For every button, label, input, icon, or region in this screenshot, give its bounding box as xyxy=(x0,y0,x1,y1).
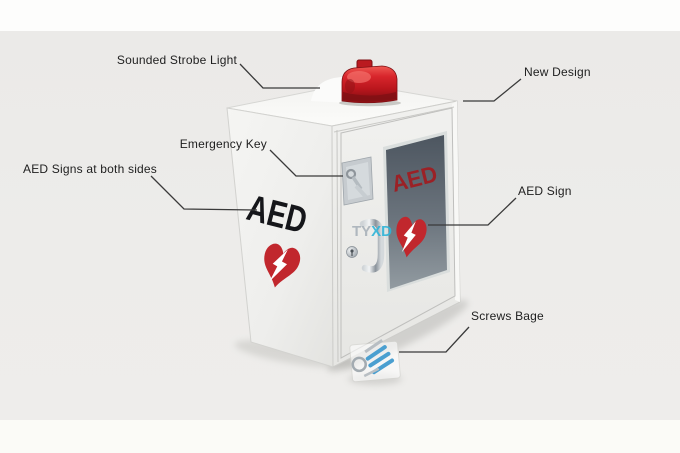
watermark: TYXD xyxy=(352,223,392,240)
door-window: AED xyxy=(383,131,450,292)
leader-line-new-design xyxy=(463,78,522,102)
callout-label-strobe: Sounded Strobe Light xyxy=(116,53,237,67)
leader-line-aed-signs xyxy=(150,175,258,211)
door-handle xyxy=(359,218,385,273)
callout-label-screws-bag: Screws Bage xyxy=(471,309,544,323)
door-top-frame-line xyxy=(333,106,455,133)
callout-label-aed-sign: AED Sign xyxy=(518,184,572,198)
key-icon xyxy=(345,168,357,180)
window-glass xyxy=(386,135,447,289)
door-frame xyxy=(340,107,456,359)
door-edge-highlight xyxy=(452,101,460,302)
callout-label-new-design: New Design xyxy=(524,65,591,79)
emergency-key-panel xyxy=(341,156,374,206)
door-gap-line xyxy=(336,129,339,363)
aed-cabinet: AED AED xyxy=(226,59,461,368)
metal-screw xyxy=(364,339,384,354)
leader-line-aed-sign xyxy=(428,197,517,226)
callout-label-aed-signs: AED Signs at both sides xyxy=(23,162,158,176)
leader-line-strobe xyxy=(239,63,320,89)
strobe-light xyxy=(311,59,401,107)
callout-lines xyxy=(150,63,522,353)
screws-bag xyxy=(349,339,401,383)
leader-line-screws-bag xyxy=(399,326,470,353)
door-lock xyxy=(346,246,358,258)
bottom-margin xyxy=(0,420,680,453)
callout-label-emergency-key: Emergency Key xyxy=(179,137,267,151)
strobe-mount xyxy=(311,76,348,103)
leader-line-emergency-key xyxy=(269,149,343,177)
anchor-ring xyxy=(351,356,367,373)
